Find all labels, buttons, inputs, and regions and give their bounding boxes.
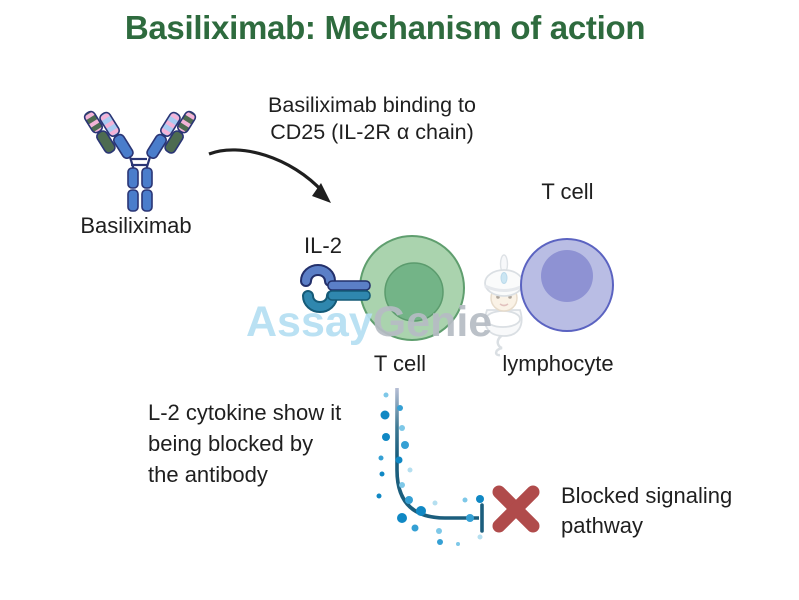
- blocked-signaling-note: Blocked signaling pathway: [561, 481, 732, 541]
- il2-receptor-illustration: [300, 264, 371, 313]
- antibody-label: Basiliximab: [80, 213, 192, 238]
- blocked-x-icon: [492, 485, 540, 533]
- watermark: AssayGenie: [246, 298, 492, 347]
- page-title: Basiliximab: Mechanism of action: [124, 9, 646, 46]
- cytokine-note-line2: being blocked by: [148, 431, 314, 456]
- genie-mascot-icon: [484, 254, 524, 357]
- blocked-signaling-line2: pathway: [561, 513, 643, 538]
- cytokine-note-line3: the antibody: [148, 462, 268, 487]
- cytokine-note-line1: L-2 cytokine show it: [148, 400, 342, 425]
- tcell-lymphocyte-illustration: [520, 238, 614, 332]
- cytokine-note: L-2 cytokine show it being blocked by th…: [148, 397, 341, 490]
- binding-annotation: Basiliximab binding to CD25 (IL-2R α cha…: [238, 92, 506, 146]
- lymphocyte-label: lymphocyte: [502, 351, 614, 376]
- tcell-green-label: T cell: [373, 351, 427, 376]
- tcell-green-illustration: [359, 235, 465, 341]
- il2-label: IL-2: [304, 233, 342, 258]
- tcell-purple-label: T cell: [541, 179, 594, 204]
- binding-annotation-line1: Basiliximab binding to: [268, 93, 476, 117]
- cytokine-scatter-illustration: [376, 388, 484, 546]
- curved-arrow-icon: [208, 148, 331, 203]
- antibody-illustration: [83, 110, 197, 212]
- binding-annotation-line2: CD25 (IL-2R α chain): [270, 120, 474, 144]
- watermark-part2: Genie: [372, 298, 493, 346]
- blocked-signaling-line1: Blocked signaling: [561, 483, 733, 508]
